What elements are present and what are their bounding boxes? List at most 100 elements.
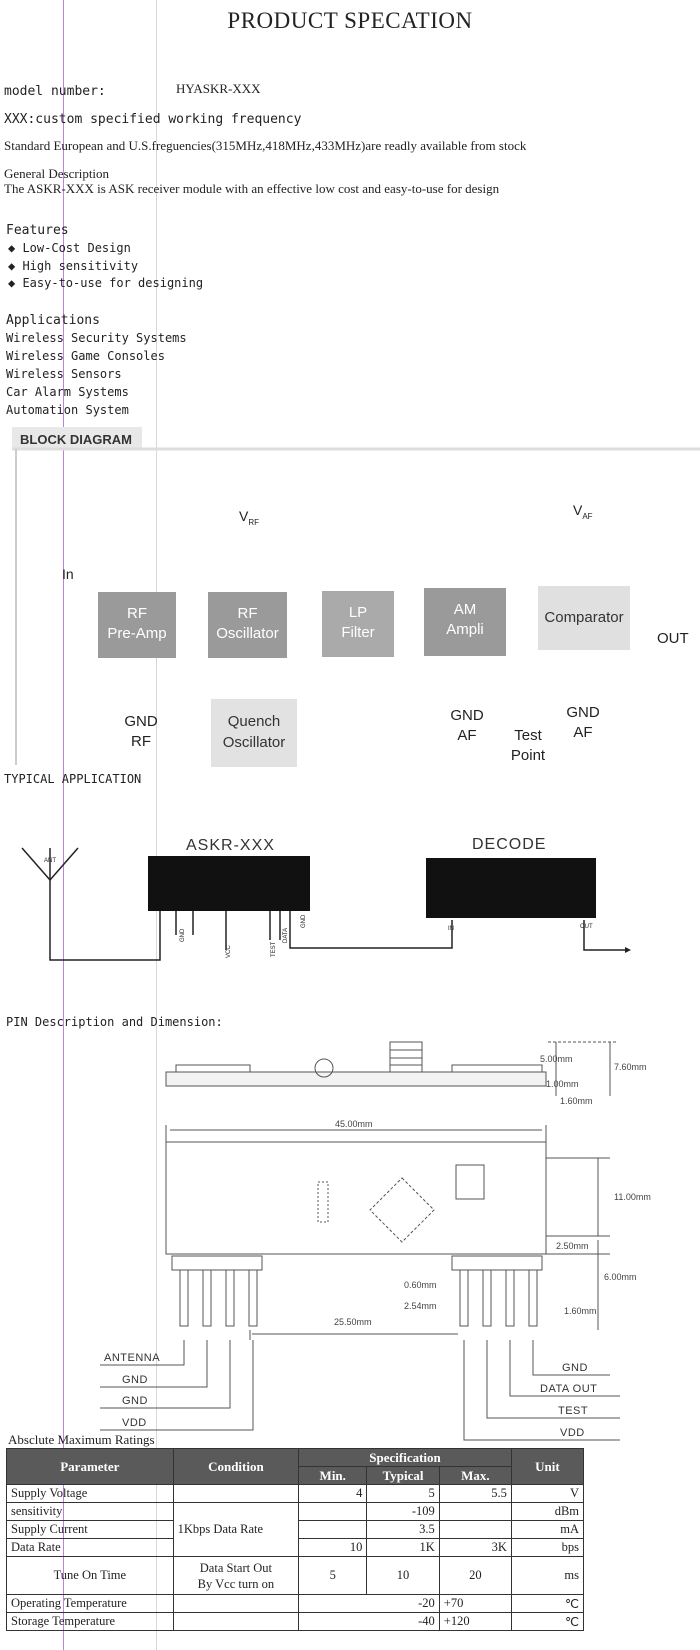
dim-label: 5.00mm: [540, 1054, 573, 1064]
cell-unit: mA: [510, 1520, 585, 1539]
features-heading: Features: [6, 223, 69, 238]
header-min: Min.: [298, 1466, 368, 1485]
header-unit: Unit: [510, 1448, 585, 1485]
applications-heading: Applications: [6, 313, 100, 328]
feature-item: ◆ Easy-to-use for designing: [8, 276, 204, 290]
table-row: Supply Current 3.5 mA: [6, 1520, 585, 1539]
cell-unit: ℃: [510, 1612, 585, 1631]
askr-module-block: [148, 856, 310, 911]
module-label: ASKR-XXX: [186, 837, 275, 854]
block-diagram-tab-label: BLOCK DIAGRAM: [20, 432, 132, 447]
cell-min: 5: [298, 1556, 368, 1595]
cell-typ: -109: [366, 1502, 440, 1521]
cell-condition: [172, 1612, 300, 1631]
antenna-label: ANT: [44, 858, 56, 864]
dim-label: 6.00mm: [604, 1272, 637, 1282]
cell-condition: [172, 1594, 300, 1613]
cell-min: [298, 1502, 368, 1521]
dim-label: 2.50mm: [556, 1241, 589, 1251]
scan-line-grey: [156, 0, 157, 1650]
dim-label: 25.50mm: [334, 1317, 372, 1327]
block-diagram: BLOCK DIAGRAM: [12, 427, 700, 765]
table-row: sensitivity 1Kbps Data Rate -109 dBm: [6, 1502, 585, 1557]
cell-max: +120: [438, 1612, 512, 1631]
dimension-drawing: 5.00mm 7.60mm 1.00mm 1.60mm 45.00mm 11.0…: [100, 1041, 651, 1441]
table-row: Supply Voltage 4 5 5.5 V: [6, 1484, 585, 1503]
vrf-label: VRF: [239, 508, 260, 527]
header-condition: Condition: [172, 1448, 300, 1485]
cell-max: 20: [438, 1556, 512, 1595]
table-row: Operating Temperature -20 +70 ℃: [6, 1594, 585, 1613]
cell-parameter: Storage Temperature: [6, 1612, 174, 1631]
cell-parameter: Supply Voltage: [6, 1484, 174, 1503]
general-description-text: The ASKR-XXX is ASK receiver module with…: [4, 181, 500, 196]
cell-unit: bps: [510, 1538, 585, 1557]
diamond-bullet-icon: ◆: [8, 276, 23, 290]
application-item: Car Alarm Systems: [6, 385, 129, 399]
out-label: OUT: [657, 630, 689, 647]
table-row: Data Rate 10 1K 3K bps: [6, 1538, 585, 1557]
dim-label: 1.00mm: [546, 1079, 579, 1089]
dim-label: 0.60mm: [404, 1280, 437, 1290]
application-item: Wireless Security Systems: [6, 331, 187, 345]
scan-line-violet: [63, 0, 64, 1650]
general-description-heading: General Description: [4, 166, 110, 181]
application-item: Wireless Sensors: [6, 367, 122, 381]
pin-label-test: TEST: [558, 1405, 588, 1417]
page-title: PRODUCT SPECATION: [227, 8, 473, 33]
pin-label-gnd: GND: [562, 1362, 588, 1374]
cell-max: 5.5: [438, 1484, 512, 1503]
cell-parameter: sensitivity: [6, 1502, 174, 1521]
cell-parameter: Tune On Time: [6, 1556, 174, 1595]
input-label: In: [62, 566, 74, 582]
cell-max: [438, 1502, 512, 1521]
cell-unit: V: [510, 1484, 585, 1503]
cell-condition: [172, 1484, 300, 1503]
cell-parameter: Supply Current: [6, 1520, 174, 1539]
custom-frequency-text: XXX:custom specified working frequency: [4, 112, 302, 127]
header-typical: Typical: [366, 1466, 440, 1485]
header-max: Max.: [438, 1466, 512, 1485]
ratings-heading: Absclute Maximum Ratings: [8, 1432, 155, 1447]
pin-gnd-label: GND: [180, 928, 186, 942]
header-specification: Specification: [298, 1448, 512, 1467]
cell-min: -20: [298, 1594, 440, 1613]
dim-label: 11.00mm: [614, 1192, 651, 1202]
cell-typ: 5: [366, 1484, 440, 1503]
pin-label-data-out: DATA OUT: [540, 1383, 597, 1395]
pin-vcc-label: VCC: [226, 945, 232, 958]
cell-parameter: Operating Temperature: [6, 1594, 174, 1613]
table-row: Storage Temperature -40 +120 ℃: [6, 1612, 585, 1631]
model-number-label: model number:: [4, 84, 106, 99]
cell-max: 3K: [438, 1538, 512, 1557]
comparator-block: Comparator: [538, 586, 630, 650]
cell-condition: 1Kbps Data Rate: [172, 1502, 300, 1557]
standard-frequency-text: Standard European and U.S.freguencies(31…: [4, 138, 527, 153]
cell-min: [298, 1520, 368, 1539]
cell-max: [438, 1520, 512, 1539]
dim-label: 45.00mm: [335, 1119, 373, 1129]
cell-typ: 10: [366, 1556, 440, 1595]
diamond-bullet-icon: ◆: [8, 241, 23, 255]
typical-application-diagram: ANT ASKR-XXX DECODE GND VCC TEST DATA GN…: [21, 836, 631, 961]
dim-label: 2.54mm: [404, 1301, 437, 1311]
decode-out-label: OUT: [580, 924, 593, 930]
header-parameter: Parameter: [6, 1448, 174, 1485]
feature-item: ◆ High sensitivity: [8, 259, 139, 273]
vaf-label: VAF: [573, 502, 593, 521]
pin-gnd2-label: GND: [301, 914, 307, 928]
dim-label: 1.60mm: [560, 1096, 593, 1106]
cell-typ: 1K: [366, 1538, 440, 1557]
decode-label: DECODE: [472, 836, 546, 853]
